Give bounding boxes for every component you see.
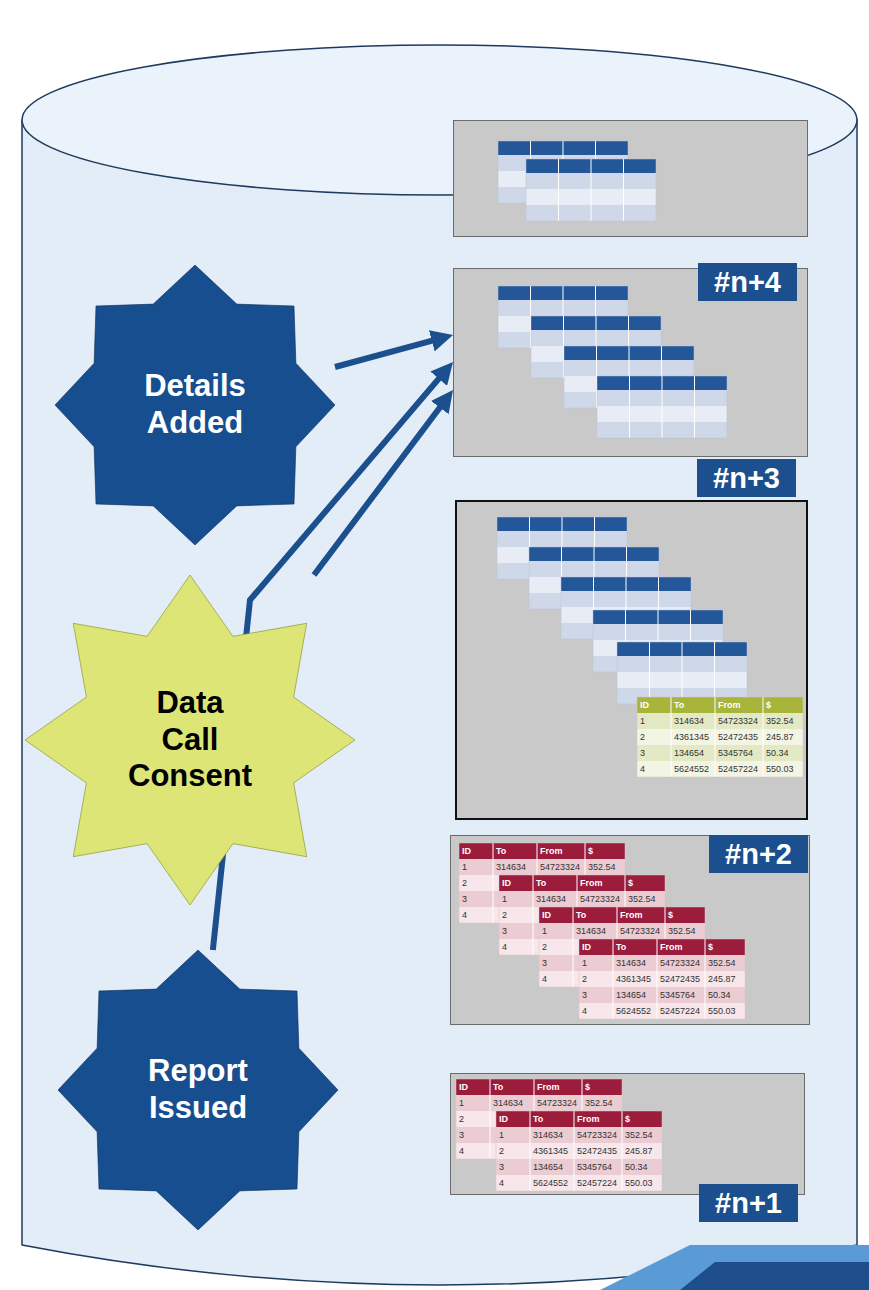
sequence-tag: #n+2 — [709, 835, 808, 873]
table-stack — [451, 1074, 806, 1196]
starburst-outline — [55, 265, 335, 545]
mini-table — [579, 939, 745, 1019]
sequence-number: #n+4 — [714, 265, 781, 299]
sequence-number: #n+2 — [725, 837, 792, 871]
snapshot-panel: #n+1 — [450, 1073, 805, 1195]
sequence-number: #n+3 — [713, 461, 780, 495]
flow-arrow — [314, 398, 447, 575]
sequence-tag: #n+1 — [699, 1184, 798, 1222]
snapshot-panel: #n+2 — [455, 500, 808, 820]
mini-table — [637, 697, 803, 777]
mini-table — [597, 376, 727, 438]
sequence-number: #n+1 — [715, 1186, 782, 1220]
event-starburst: Report Issued — [58, 950, 338, 1230]
sequence-tag: #n+3 — [697, 459, 796, 497]
mini-table — [526, 159, 656, 221]
mini-table — [617, 642, 747, 704]
starburst-outline — [25, 575, 355, 905]
table-stack — [454, 121, 809, 238]
event-label: Details Added — [131, 368, 259, 441]
mini-table — [496, 1111, 662, 1191]
event-label: Data Call Consent — [126, 685, 254, 795]
table-stack — [457, 502, 810, 822]
corner-band-dark — [680, 1262, 869, 1290]
starburst-outline — [58, 950, 338, 1230]
event-starburst: Details Added — [55, 265, 335, 545]
snapshot-panel: #n+4 — [453, 120, 808, 237]
flow-arrow — [335, 338, 443, 367]
cylinder-body — [22, 120, 857, 1285]
event-starburst: Data Call Consent — [25, 575, 355, 905]
sequence-tag: #n+4 — [698, 263, 797, 301]
corner-band-light — [600, 1245, 869, 1290]
event-label: Report Issued — [134, 1053, 262, 1126]
